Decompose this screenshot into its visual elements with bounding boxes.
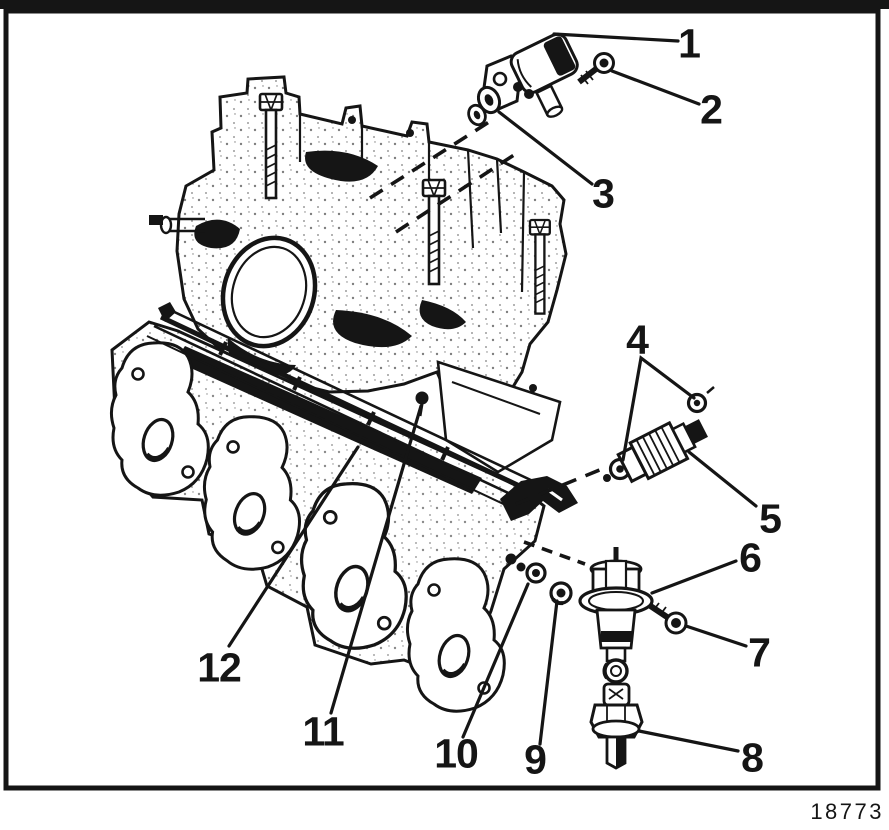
leader-line-7	[684, 624, 748, 648]
leader-lines	[227, 32, 758, 753]
callout-10: 10	[434, 730, 479, 777]
callout-12: 12	[197, 644, 242, 691]
leader-line-11	[329, 404, 423, 715]
part-drawing-6	[578, 547, 654, 663]
callout-9: 9	[524, 736, 547, 783]
callout-6: 6	[739, 534, 762, 581]
callout-4: 4	[626, 316, 649, 363]
fuel-rail-drawing	[146, 302, 536, 509]
exploded-parts	[467, 32, 715, 770]
part-drawing-5	[616, 419, 708, 484]
figure-number: 18773	[810, 799, 884, 824]
part-drawing-2	[577, 52, 615, 85]
leader-line-4	[621, 355, 696, 462]
o-ring-drawing	[602, 658, 629, 684]
leader-line-12	[227, 445, 360, 648]
washer-drawing-10	[525, 562, 547, 584]
callout-3: 3	[592, 170, 615, 217]
callout-7: 7	[748, 629, 771, 676]
leader-line-10	[461, 582, 530, 739]
part-drawing-3	[467, 85, 502, 127]
leader-line-1	[552, 32, 680, 43]
callout-2: 2	[700, 86, 723, 133]
callout-5: 5	[759, 495, 782, 542]
vacuum-fitting-drawing	[149, 215, 205, 235]
washer-drawing-9	[549, 581, 573, 606]
throttle-body-drawing	[149, 75, 568, 474]
leader-line-9	[538, 599, 559, 746]
leader-line-5	[687, 450, 758, 508]
callout-11: 11	[302, 708, 344, 755]
part-drawing-7	[647, 602, 688, 635]
rail-bolt-drawing	[415, 391, 429, 417]
leader-line-6	[650, 559, 738, 595]
part-drawing-8	[589, 682, 644, 770]
leader-line-8	[637, 729, 740, 753]
leader-line-2	[610, 69, 701, 106]
leader-line-3	[497, 110, 594, 186]
callout-1: 1	[678, 20, 701, 67]
assembly-dashed-lines	[369, 120, 608, 566]
throttle-bore	[220, 235, 318, 349]
callout-8: 8	[741, 734, 764, 781]
page-border	[0, 0, 889, 791]
